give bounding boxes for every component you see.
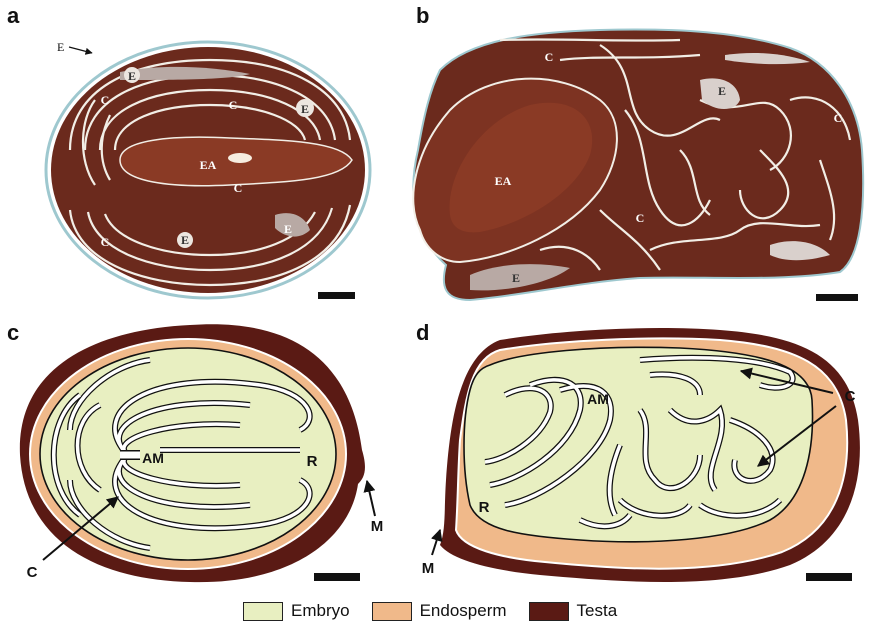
panel-d-label-m: M bbox=[422, 560, 435, 577]
legend-item-testa: Testa bbox=[529, 601, 618, 621]
legend-label-embryo: Embryo bbox=[291, 601, 350, 621]
panel-d-diagram: AM R M C bbox=[422, 328, 860, 582]
panel-a-e-arrow bbox=[69, 47, 92, 53]
panel-d-label-am: AM bbox=[587, 391, 609, 407]
panel-letter-c: c bbox=[7, 322, 19, 344]
panel-b-label-c2: C bbox=[834, 111, 843, 125]
panel-a-scale-bar bbox=[318, 292, 355, 299]
panel-a-label-ea: EA bbox=[200, 158, 217, 172]
panel-a-label-e2: E bbox=[301, 102, 309, 116]
panel-a-label-e1: E bbox=[128, 69, 136, 83]
legend-item-endosperm: Endosperm bbox=[372, 601, 507, 621]
panel-a-label-c2: C bbox=[229, 98, 238, 112]
legend-label-testa: Testa bbox=[577, 601, 618, 621]
legend-item-embryo: Embryo bbox=[243, 601, 350, 621]
panel-c-label-c: C bbox=[27, 564, 38, 581]
legend-swatch-embryo bbox=[243, 602, 283, 621]
panel-a-label-c4: C bbox=[101, 235, 110, 249]
panel-b-label-ea: EA bbox=[495, 174, 512, 188]
panel-c-diagram: AM R M C bbox=[20, 324, 383, 582]
panel-a-label-e3: E bbox=[181, 233, 189, 247]
panel-c-label-am: AM bbox=[142, 450, 164, 466]
panel-a-label-e4: E bbox=[284, 222, 292, 236]
panel-a-axis-highlight bbox=[228, 153, 252, 163]
panel-c-m-arrow bbox=[367, 481, 375, 516]
panel-a-micrograph: E E E E E C C C C EA bbox=[46, 40, 370, 299]
panel-d-m-arrow bbox=[432, 530, 440, 555]
panel-d-label-c: C bbox=[845, 388, 856, 405]
panel-b-label-c1: C bbox=[545, 50, 554, 64]
legend-label-endosperm: Endosperm bbox=[420, 601, 507, 621]
legend-swatch-testa bbox=[529, 602, 569, 621]
panel-b-scale-bar bbox=[816, 294, 858, 301]
panel-letter-a: a bbox=[7, 5, 19, 27]
panel-b-micrograph: C C C E E EA bbox=[413, 30, 863, 301]
panel-d-scale-bar bbox=[806, 573, 852, 581]
panel-b-label-e1: E bbox=[718, 84, 726, 98]
legend: Embryo Endosperm Testa bbox=[243, 600, 639, 622]
panel-c-label-m: M bbox=[371, 518, 384, 535]
panel-letter-d: d bbox=[416, 322, 429, 344]
panel-b-label-c3: C bbox=[636, 211, 645, 225]
panel-a-label-e-top: E bbox=[57, 40, 64, 54]
panel-d-label-r: R bbox=[479, 499, 490, 516]
panel-c-label-r: R bbox=[307, 453, 318, 470]
panel-a-label-c1: C bbox=[101, 93, 110, 107]
panel-letter-b: b bbox=[416, 5, 429, 27]
panel-c-scale-bar bbox=[314, 573, 360, 581]
panel-a-label-c3: C bbox=[234, 181, 243, 195]
panel-b-label-e2: E bbox=[512, 271, 520, 285]
legend-swatch-endosperm bbox=[372, 602, 412, 621]
